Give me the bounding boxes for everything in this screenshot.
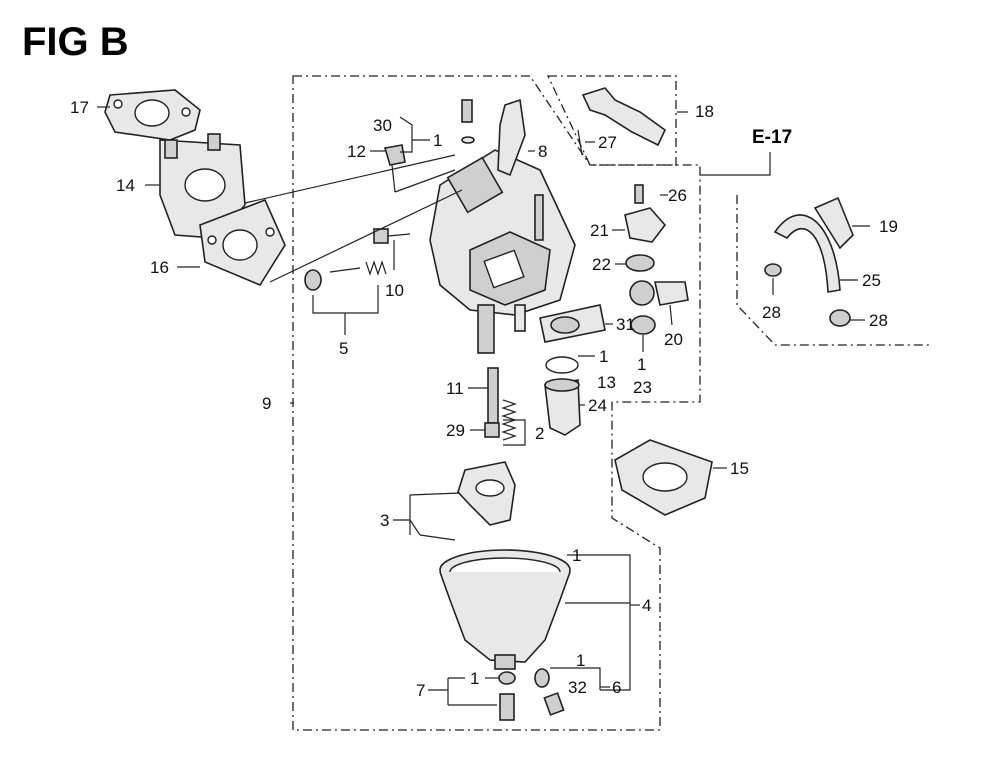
callout-labels: 17 14 16 30 1 12 8 18 27 E-17 26 21 22 2…: [70, 98, 898, 700]
float-bowl-4: [439, 549, 571, 670]
jet-11: [487, 367, 499, 424]
parts-group-30-1: [461, 99, 475, 144]
lever-18: [577, 87, 667, 156]
label-13: 13: [597, 373, 616, 392]
label-18: 18: [695, 102, 714, 121]
label-28a: 28: [762, 303, 781, 322]
label-21: 21: [590, 221, 609, 240]
label-31: 31: [616, 315, 635, 334]
label-6: 6: [612, 678, 621, 697]
float-24: [544, 378, 581, 436]
label-7: 7: [416, 681, 425, 700]
label-17: 17: [70, 98, 89, 117]
label-10: 10: [385, 281, 404, 300]
label-5: 5: [339, 339, 348, 358]
washer-23: [630, 315, 656, 335]
fuel-line-boundary: [736, 195, 930, 346]
insulator-14: [159, 133, 246, 239]
float-3: [419, 461, 516, 541]
label-11: 11: [446, 379, 464, 398]
label-24: 24: [588, 396, 607, 415]
filter-31: [539, 304, 606, 343]
reference-label: E-17: [752, 127, 792, 148]
figure-title: FIG B: [22, 20, 129, 64]
label-9: 9: [262, 394, 271, 413]
lever-group-boundary: [546, 75, 677, 166]
label-26: 26: [668, 186, 687, 205]
fuel-hose-25: [764, 196, 854, 327]
bracket-8: [497, 98, 526, 177]
label-22: 22: [592, 255, 611, 274]
gasket-15: [614, 439, 713, 516]
label-1e: 1: [576, 651, 585, 670]
label-29: 29: [446, 421, 465, 440]
label-2: 2: [535, 424, 544, 443]
label-1b: 1: [637, 355, 646, 374]
label-1d: 1: [572, 546, 581, 565]
label-27: 27: [598, 133, 617, 152]
label-28b: 28: [869, 311, 888, 330]
label-20: 20: [664, 330, 683, 349]
label-1a: 1: [433, 131, 442, 150]
drain-screw-6: [534, 668, 565, 716]
label-1c: 1: [599, 347, 608, 366]
valve-20: [629, 280, 689, 306]
washer-22: [625, 254, 655, 272]
label-1f: 1: [470, 669, 479, 688]
label-3: 3: [380, 511, 389, 530]
gasket-16: [199, 198, 286, 287]
bolt-7: [498, 671, 516, 721]
label-4: 4: [642, 596, 651, 615]
cap-26-21: [624, 184, 667, 243]
label-15: 15: [730, 459, 749, 478]
label-12: 12: [347, 142, 366, 161]
screw-10: [373, 228, 411, 244]
pilot-screw-5: [304, 260, 387, 291]
label-23: 23: [633, 378, 652, 397]
label-16: 16: [150, 258, 169, 277]
label-8: 8: [538, 142, 547, 161]
assembly-boundary: [292, 75, 701, 731]
label-19: 19: [879, 217, 898, 236]
label-14: 14: [116, 176, 135, 195]
jet-29: [484, 422, 500, 438]
ring-13: [545, 356, 579, 374]
leader-lines: [97, 106, 870, 706]
gasket-17: [104, 89, 201, 141]
label-30: 30: [373, 116, 392, 135]
carburetor-body: [429, 149, 576, 354]
label-25: 25: [862, 271, 881, 290]
label-32: 32: [568, 678, 587, 697]
